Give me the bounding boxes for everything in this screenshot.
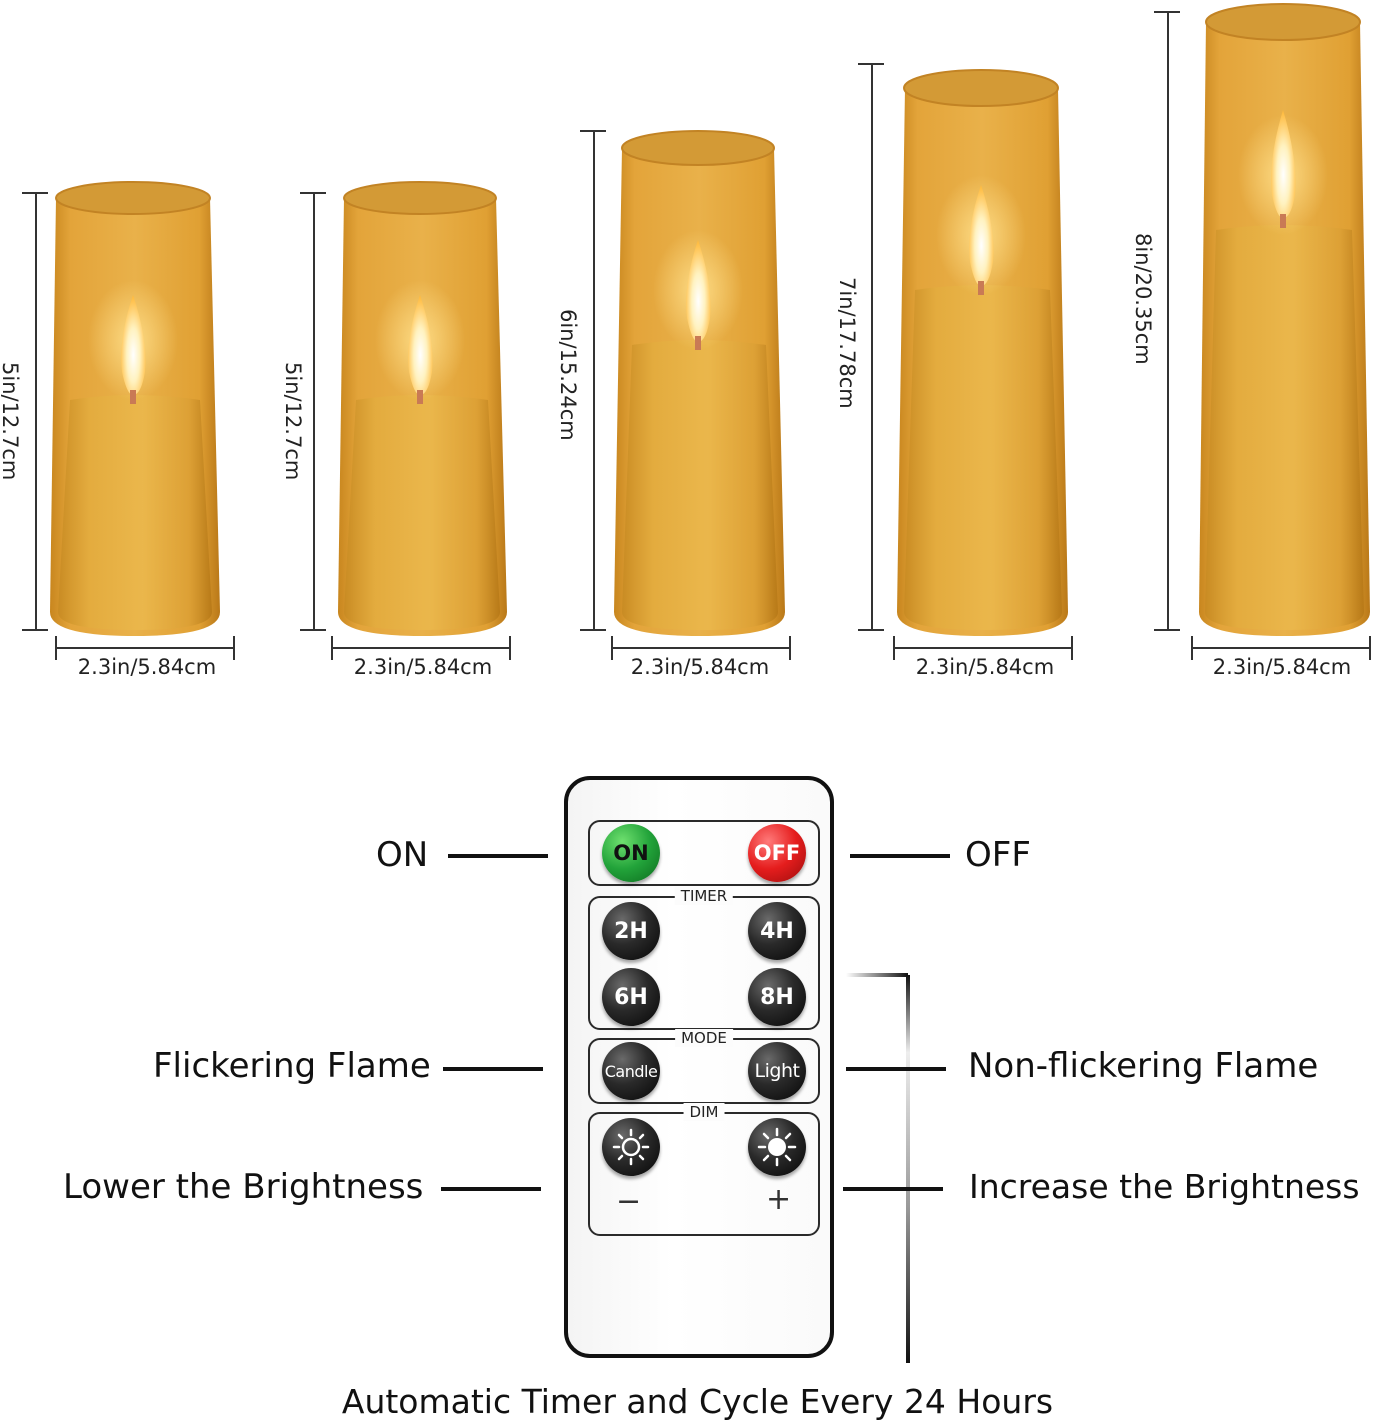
candle-2 (338, 181, 507, 636)
sun-outline-icon (612, 1128, 650, 1166)
candle-3 (614, 130, 785, 636)
mode-title: MODE (675, 1029, 733, 1047)
flame-icon (408, 295, 433, 395)
remote-control: ON OFF TIMER 2H 4H 6H 8H MODE Candle Lig… (564, 776, 834, 1358)
candle-4-width-label: 2.3in/5.84cm (915, 655, 1055, 679)
callout-lower-line (441, 1187, 541, 1191)
timer-6h-button[interactable]: 6H (602, 968, 660, 1026)
candles-illustration (22, 3, 1371, 660)
flame-icon (969, 185, 994, 286)
callout-flickering-flame: Flickering Flame (153, 1046, 431, 1086)
dim-plus-sign: + (766, 1182, 792, 1217)
timer-4h-button[interactable]: 4H (748, 902, 806, 960)
dim-minus-sign: − (616, 1184, 642, 1219)
dim-title: DIM (683, 1103, 725, 1121)
cable-vertical (906, 975, 910, 1363)
sun-filled-icon (757, 1127, 797, 1167)
flame-icon (686, 240, 711, 342)
width-dimension-lines (55, 636, 1371, 660)
dim-group: DIM − (588, 1103, 820, 1236)
flame-icon (121, 295, 146, 395)
timer-group: TIMER 2H 4H 6H 8H (588, 887, 820, 1030)
mode-group: MODE Candle Light (588, 1029, 820, 1104)
mode-light-button[interactable]: Light (748, 1042, 806, 1100)
power-group: ON OFF (588, 820, 820, 886)
timer-8h-button[interactable]: 8H (748, 968, 806, 1026)
callout-flicker-line (443, 1067, 543, 1071)
candle-3-width-label: 2.3in/5.84cm (630, 655, 770, 679)
callout-increase-line (843, 1187, 943, 1191)
footer-caption: Automatic Timer and Cycle Every 24 Hours (341, 1382, 1054, 1421)
height-dimension-lines (22, 11, 1180, 631)
flame-icon (1271, 110, 1296, 218)
dim-up-button[interactable] (748, 1118, 806, 1176)
mode-candle-button[interactable]: Candle (602, 1042, 660, 1100)
candle-4-height-label: 7in/17.78cm (835, 277, 859, 409)
candle-3-height-label: 6in/15.24cm (556, 309, 580, 441)
candle-5-height-label: 8in/20.35cm (1131, 233, 1155, 365)
cable-top (846, 973, 908, 977)
candle-2-width-label: 2.3in/5.84cm (353, 655, 493, 679)
candle-2-height-label: 5in/12.7cm (281, 362, 305, 481)
callout-nonflicker-line (846, 1067, 946, 1071)
candle-4 (897, 69, 1068, 636)
timer-title: TIMER (674, 887, 734, 905)
callout-lower-brightness: Lower the Brightness (63, 1167, 424, 1207)
candle-1 (50, 181, 220, 636)
timer-2h-button[interactable]: 2H (602, 902, 660, 960)
callout-off-line (850, 854, 950, 858)
on-button[interactable]: ON (602, 824, 660, 882)
callout-off: OFF (965, 835, 1031, 875)
callout-non-flickering-flame: Non-flickering Flame (968, 1046, 1319, 1086)
off-button[interactable]: OFF (748, 824, 806, 882)
candle-5-width-label: 2.3in/5.84cm (1212, 655, 1352, 679)
callout-increase-brightness: Increase the Brightness (969, 1167, 1360, 1206)
callout-on: ON (376, 835, 429, 875)
candle-1-width-label: 2.3in/5.84cm (77, 655, 217, 679)
candle-1-height-label: 5in/12.7cm (0, 362, 22, 481)
dim-down-button[interactable] (602, 1118, 660, 1176)
candle-5 (1199, 3, 1370, 636)
callout-on-line (448, 854, 548, 858)
